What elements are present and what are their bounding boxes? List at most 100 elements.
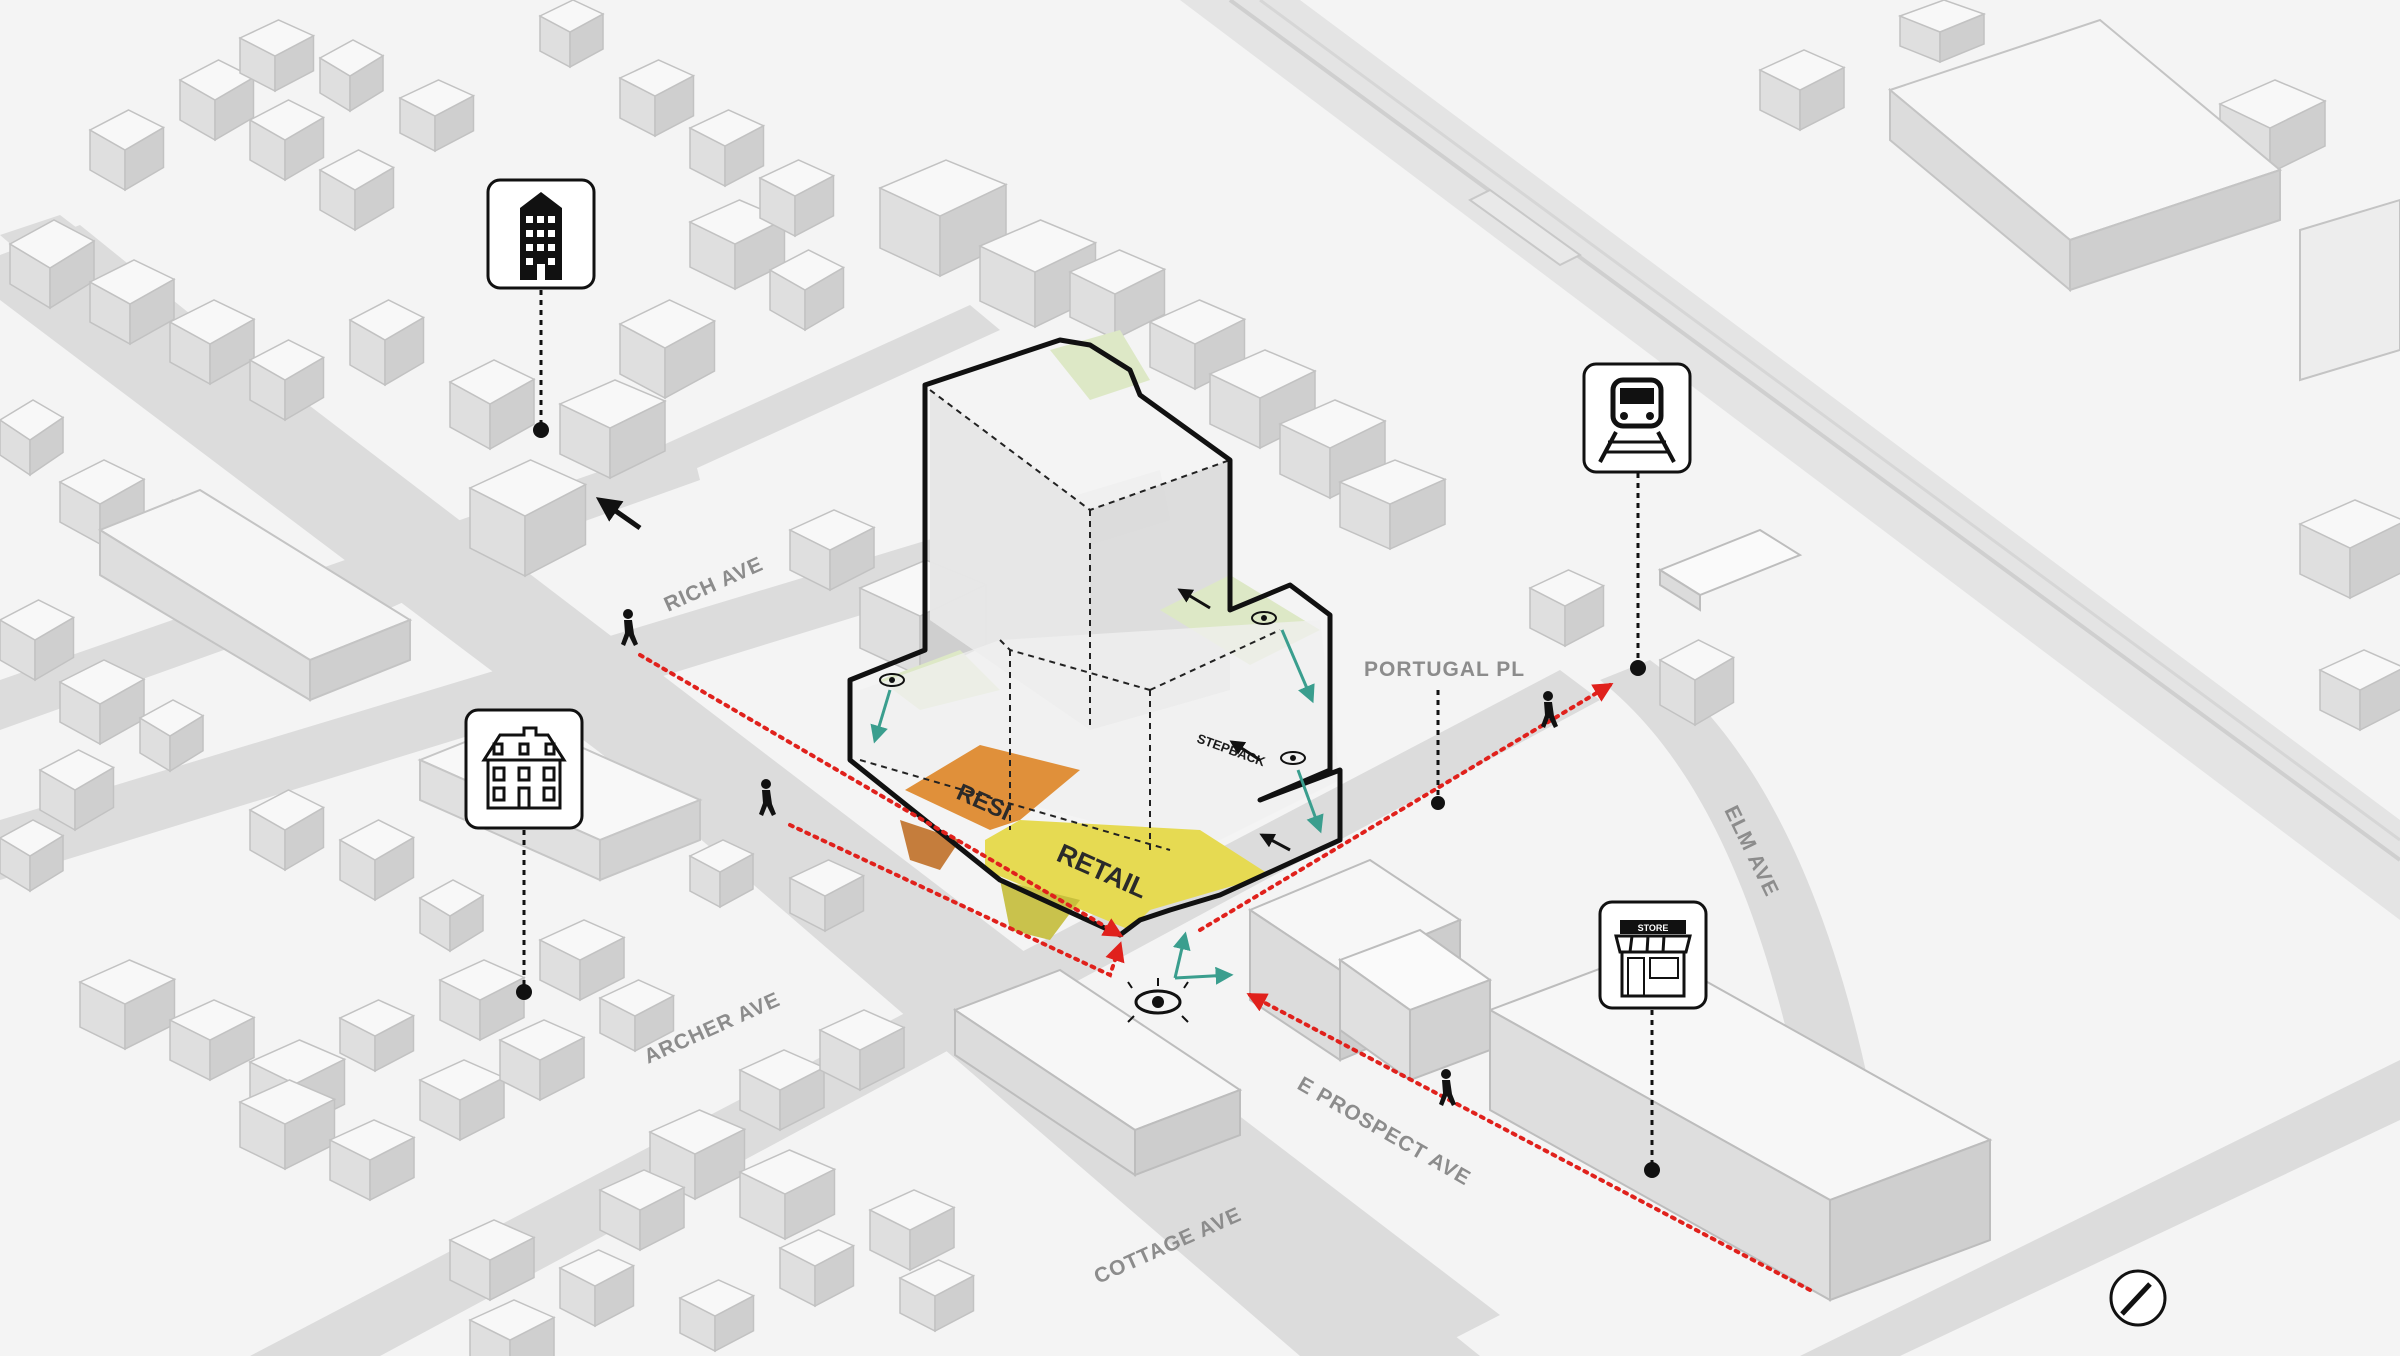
context-building-face <box>1658 639 1736 681</box>
north-arrow-icon <box>2109 1269 2167 1327</box>
train-station-icon <box>1598 377 1676 463</box>
eye-icon-corner <box>1127 978 1189 1023</box>
context-building-face <box>1208 349 1317 399</box>
context-building-face <box>468 459 588 517</box>
context-building-face <box>768 249 846 291</box>
callout-highrise <box>486 178 596 290</box>
context-building-face <box>448 1219 536 1261</box>
context-building-face <box>0 819 65 857</box>
arrow-stepback <box>1229 740 1261 762</box>
context-building-face <box>398 79 476 117</box>
store-icon: STORE <box>1614 920 1692 998</box>
view-arrows <box>870 629 1324 985</box>
context-building-face <box>1148 299 1247 345</box>
road-rich <box>280 305 1000 640</box>
context-building-face <box>318 39 385 77</box>
context-building-face <box>238 19 316 57</box>
context-building-face <box>318 149 396 191</box>
context-building-face <box>468 1299 556 1341</box>
rail-corridor <box>1180 0 2400 920</box>
walker-icon <box>759 779 776 816</box>
context-building-face <box>818 1009 906 1051</box>
context-building-face <box>168 299 256 345</box>
context-building-face <box>78 959 177 1005</box>
road-archer <box>0 470 1170 880</box>
context-building-face <box>88 109 166 151</box>
context-building-face <box>328 1119 416 1161</box>
store-sign-text: STORE <box>1638 923 1669 933</box>
context-building-face <box>88 259 176 305</box>
context-building-face <box>558 379 667 429</box>
context-building-face <box>338 999 416 1037</box>
project-outline <box>847 337 1343 938</box>
pedestrian-icons <box>621 609 1558 1106</box>
arrow-lower <box>1259 833 1291 852</box>
context-building-face <box>448 359 536 405</box>
context-building-face <box>238 1079 337 1125</box>
massing-arrows <box>595 497 1291 852</box>
context-building-face <box>868 1189 956 1231</box>
context-building-face <box>2218 79 2327 129</box>
context-building-face <box>618 59 696 97</box>
context-building-face <box>418 879 485 917</box>
context-building-face <box>538 0 605 33</box>
context-building-face <box>1278 399 1387 449</box>
resi-block <box>905 745 1080 830</box>
callout-dots <box>516 422 1660 1178</box>
eye-icon <box>1251 611 1277 625</box>
townhouse-icon <box>481 726 567 810</box>
arrow-context <box>595 497 642 531</box>
context-building-face <box>898 1259 976 1297</box>
context-building-face <box>498 1019 586 1061</box>
context-building-face <box>348 299 426 341</box>
context-building-face <box>1897 0 1987 33</box>
context-building-face <box>0 399 65 441</box>
context-building-face <box>778 1229 856 1267</box>
context-building-face <box>688 839 755 873</box>
context-building-face <box>248 789 326 831</box>
retail-block <box>985 820 1270 930</box>
street-label-portugal-pl: PORTUGAL PL <box>1364 658 1525 681</box>
callout-store: STORE <box>1598 900 1708 1010</box>
green-roof-top <box>1050 330 1150 400</box>
context-building-face <box>58 659 146 705</box>
context-building-face <box>1338 459 1447 505</box>
context-building-face <box>758 159 836 197</box>
eye-icons <box>879 611 1306 1023</box>
arrow-upper <box>1177 588 1211 610</box>
context-building-face <box>878 159 1008 217</box>
callout-leaders <box>522 290 1654 1170</box>
proposed-building <box>847 330 1343 940</box>
context-building-face <box>788 509 876 551</box>
context-building-face <box>0 599 76 641</box>
context-building-face <box>248 1039 347 1085</box>
context-building-face <box>598 979 676 1017</box>
context-building-face <box>338 819 416 861</box>
context-building-face <box>618 299 717 349</box>
walker-icon <box>621 609 638 646</box>
context-building-face <box>58 459 146 505</box>
context-building-face <box>558 1249 636 1287</box>
context-building-face <box>438 959 526 1001</box>
context-building-face <box>2298 499 2400 549</box>
apartment-building-icon <box>520 192 562 280</box>
context-building-face <box>8 219 96 269</box>
eye-icon <box>1280 751 1306 765</box>
context-building-face <box>738 1149 837 1195</box>
context-building-face <box>248 99 326 141</box>
context-building-face <box>678 1279 756 1317</box>
context-building-face <box>688 109 766 147</box>
context-building-face <box>598 1169 686 1211</box>
context-building-face <box>1528 569 1606 607</box>
callout-townhouse <box>464 708 584 830</box>
context-building-face <box>538 919 626 961</box>
context-building-face <box>38 749 116 791</box>
walker-icon <box>1439 1069 1456 1106</box>
context-building-face <box>2318 649 2400 691</box>
context-building-face <box>138 699 205 737</box>
context-building-face <box>1068 249 1167 295</box>
context-building-face <box>168 999 256 1041</box>
